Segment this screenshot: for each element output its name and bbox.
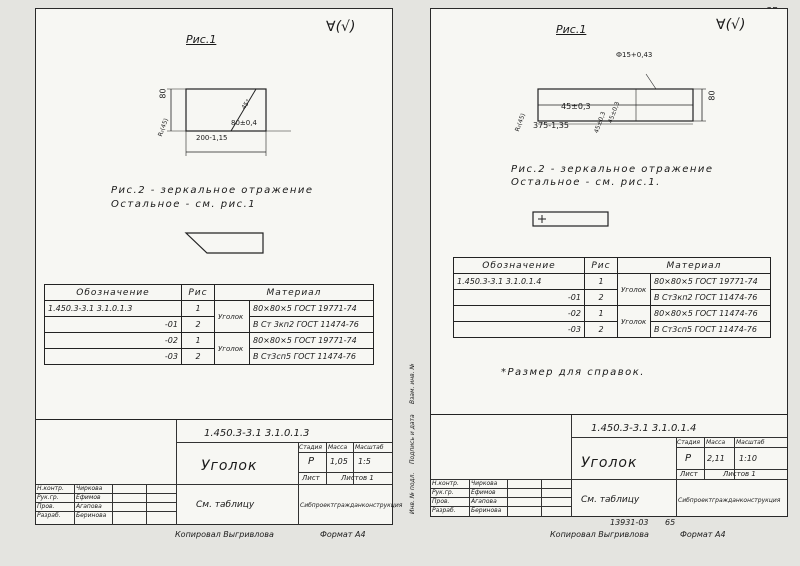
header-figure: Рис [584, 257, 618, 274]
note-rest: Остальное - см. рис.1. [511, 177, 661, 188]
spec-table-right: Обозначение Рис Материал 1.450.3-3.1 3.1… [453, 257, 771, 338]
dim-45: 45±0,3 [561, 102, 591, 111]
header-figure: Рис [181, 284, 215, 301]
footer-copied-right: Копировал Выгривлова [550, 530, 649, 539]
stamp-name: Уголок [201, 458, 258, 474]
drawing-sheet-right: ∀(√) Рис.1 Ф15+0,43 45±0,3 375-1,35 80 4… [409, 8, 788, 517]
figure-1-drawing [167, 88, 291, 156]
note-mirror: Рис.2 - зеркальное отражение [511, 164, 714, 175]
figure-1-title: Рис.1 [556, 23, 587, 36]
title-block-left: 1.450.3-3.1 3.1.0.1.3 Уголок Стадия Масс… [36, 419, 402, 525]
reference-note: *Размер для справок. [501, 367, 645, 378]
side-label-signature: Подпись и дата [409, 414, 416, 464]
table-row: -02 1 Уголок 80×80×5 ГОСТ 19771-74 [44, 332, 374, 365]
stamp-see-table: См. таблицу [581, 495, 640, 505]
table-row: -03 2 В Ст3сп5 ГОСТ 11474-76 [453, 321, 771, 338]
header-material: Материал [617, 257, 771, 274]
note-rest: Остальное - см. рис.1 [111, 199, 257, 210]
table-row: -01 2 В Ст 3кп2 ГОСТ 11474-76 [44, 316, 374, 333]
table-row: -01 2 В Ст3кп2 ГОСТ 11474-76 [453, 289, 771, 306]
header-designation: Обозначение [44, 284, 182, 301]
header-designation: Обозначение [453, 257, 585, 274]
figure-2-drawing [532, 211, 609, 227]
dim-width: 200-1,15 [196, 134, 228, 142]
stamp-org: Сибпроектгражданконструкция [300, 502, 403, 509]
dim-375: 375-1,35 [533, 121, 569, 130]
title-block-right: 1.450.3-3.1 3.1.0.1.4 Уголок Стадия Масс… [431, 414, 787, 517]
dim-80: 80 [707, 90, 717, 101]
table-row: -02 1 Уголок 80×80×5 ГОСТ 11474-76 [453, 305, 771, 338]
side-label-replace: Взам. инв. № [409, 363, 416, 404]
figure-2-drawing [184, 232, 264, 254]
stamp-see-table: См. таблицу [196, 500, 255, 510]
footer-format-right: Формат А4 [680, 530, 726, 539]
stamp-code: 1.450.3-3.1 3.1.0.1.3 [204, 428, 310, 439]
dim-height: 80 [158, 88, 168, 99]
figure-1-title: Рис.1 [186, 33, 217, 46]
header-material: Материал [214, 284, 374, 301]
side-label-inv: Инв. № подл. [409, 472, 416, 514]
table-row: 1.450.3-3.1 3.1.0.1.4 1 Уголок 80×80×5 Г… [453, 273, 771, 306]
drawing-sheet-left: ∀(√) Рис.1 80 200-1,15 80±0,4 45° R₂(45)… [35, 8, 402, 525]
stamp-name: Уголок [581, 455, 638, 471]
table-row: 1.450.3-3.1 3.1.0.1.3 1 Уголок 80×80×5 Г… [44, 300, 374, 333]
stamp-org: Сибпроектгражданконструкция [678, 497, 781, 504]
roughness-symbol: ∀(√) [716, 17, 746, 33]
footer-page-number: 65 [665, 518, 676, 527]
table-row: -03 2 В Ст3сп5 ГОСТ 11474-76 [44, 348, 374, 365]
dim-bevel: 80±0,4 [231, 119, 257, 127]
spec-table-left: Обозначение Рис Материал 1.450.3-3.1 3.1… [44, 284, 374, 365]
roughness-symbol: ∀(√) [326, 19, 356, 35]
footer-format-left: Формат А4 [320, 530, 366, 539]
stamp-code: 1.450.3-3.1 3.1.0.1.4 [591, 423, 697, 434]
footer-doc-number: 13931-03 [610, 518, 649, 527]
footer-copied-left: Копировал Выгривлова [175, 530, 274, 539]
figure-1-drawing [537, 73, 706, 125]
dim-hole: Ф15+0,43 [616, 51, 653, 59]
note-mirror: Рис.2 - зеркальное отражение [111, 185, 314, 196]
